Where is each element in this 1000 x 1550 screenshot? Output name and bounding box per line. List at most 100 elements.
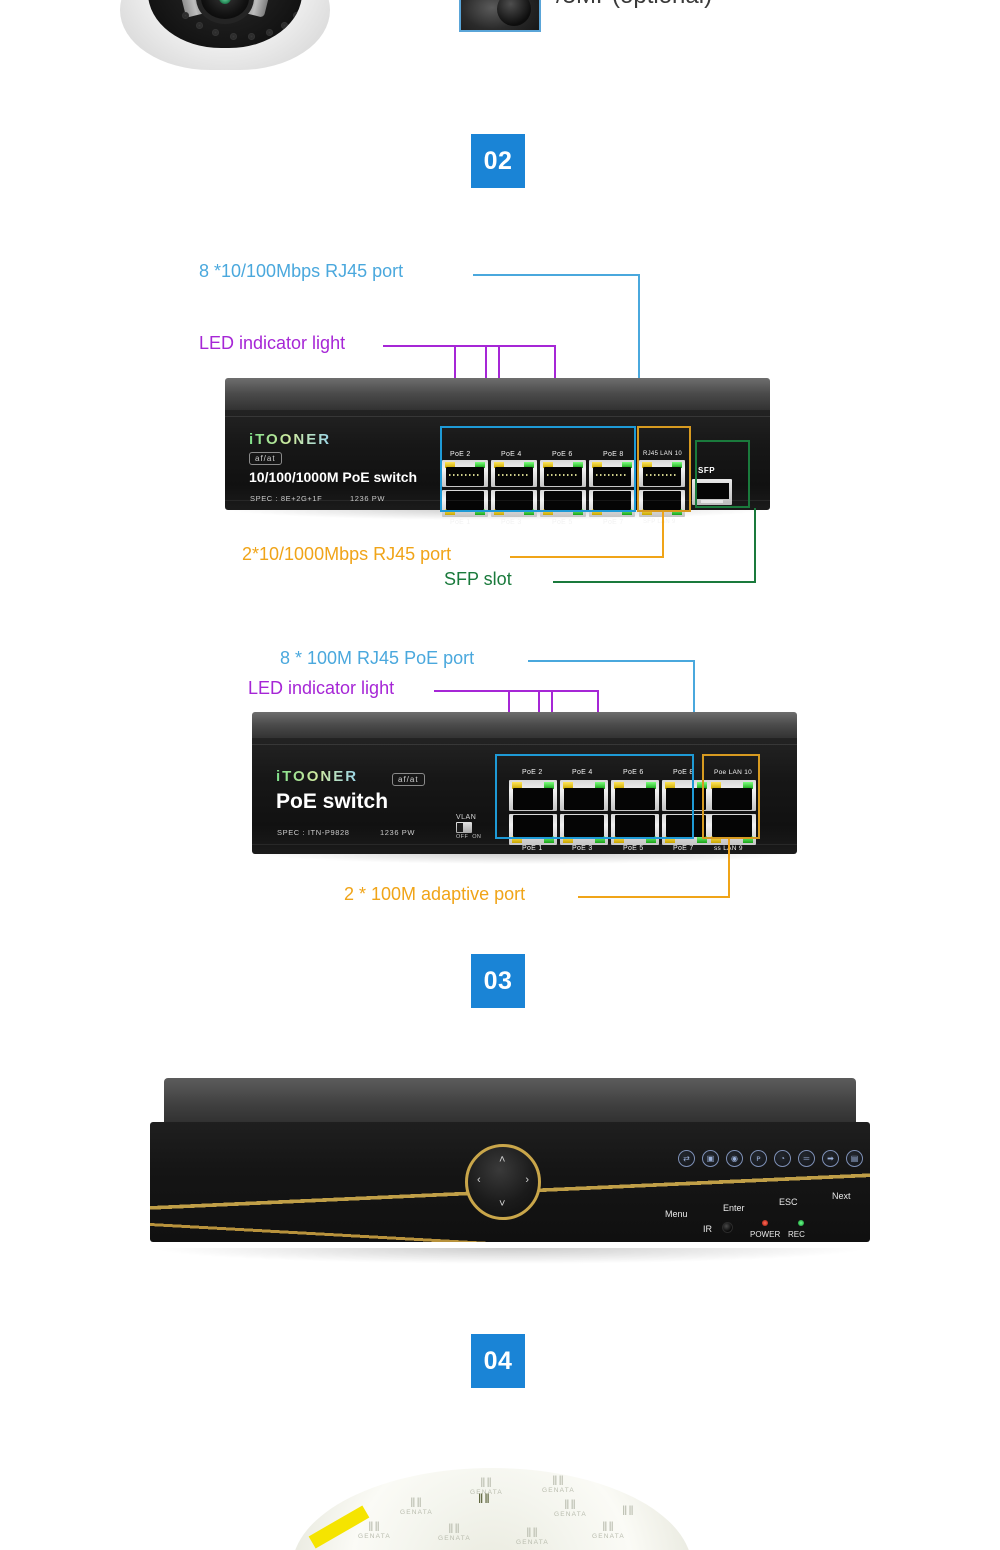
port-label-poe4: PoE 4 — [572, 769, 593, 776]
poe-port-bank[interactable] — [509, 780, 710, 845]
power-led — [762, 1220, 768, 1226]
spool-brand: GENATA — [554, 1511, 587, 1518]
port-label-poe5: PoE 5 — [552, 519, 573, 526]
leader-line-uplink-v — [662, 512, 664, 558]
ir-label: IR — [703, 1224, 712, 1234]
spool-bars: ǁǁ — [368, 1519, 381, 1534]
port-poe4[interactable] — [560, 780, 608, 811]
spool-mark: ǁǁ GENATA — [400, 1496, 433, 1516]
ir-led — [196, 22, 203, 29]
nav-left-arrow[interactable]: ‹ — [477, 1174, 481, 1186]
uplink-port-bank[interactable] — [708, 780, 756, 845]
nvr-front-panel: ˄ ˅ ‹ › ⇄ ▣ ◉ ᴘ ◔ ═ ➡ ▤ Menu Enter ESC N… — [150, 1122, 870, 1242]
leader-line-adaptive-v — [728, 839, 730, 898]
leader-line-adaptive-h — [578, 896, 730, 898]
spool-mark: ǁǁ GENATA — [554, 1498, 587, 1518]
nvr-recorder: ˄ ˅ ‹ › ⇄ ▣ ◉ ᴘ ◔ ═ ➡ ▤ Menu Enter ESC N… — [150, 1078, 870, 1250]
rec-label: REC — [788, 1230, 805, 1239]
vlan-positions: OFF ON — [456, 834, 481, 840]
uplink-label-top: Poe LAN 10 — [714, 769, 753, 776]
port-lan10[interactable] — [708, 780, 756, 811]
spool-bars: ǁǁ — [410, 1495, 423, 1510]
leader-line-poe-v — [693, 660, 695, 759]
sfp-label: SFP — [698, 466, 716, 475]
menu-button[interactable]: Menu — [665, 1209, 688, 1219]
spool-brand: GENATA — [542, 1487, 575, 1494]
port-poe5[interactable] — [540, 490, 586, 517]
enter-button[interactable]: Enter — [723, 1203, 745, 1213]
section-badge-04: 04 — [471, 1334, 525, 1388]
switch-front-panel: iTOONER af/at PoE switch SPEC : ITN-P982… — [252, 738, 797, 854]
model-label: PoE switch — [276, 790, 389, 813]
spool-brand: GENATA — [358, 1533, 391, 1540]
esc-button[interactable]: ESC — [779, 1197, 798, 1207]
port-poe4[interactable] — [491, 460, 537, 487]
brand-logo: iTOONER — [276, 768, 359, 785]
spool-bars: ǁǁ — [602, 1519, 615, 1534]
spool-brand: GENATA — [470, 1489, 503, 1496]
power-label: POWER — [750, 1230, 781, 1239]
audio-icon: ᴘ — [750, 1150, 767, 1167]
callout-led-indicator-label: LED indicator light — [199, 333, 346, 353]
port-poe8[interactable] — [589, 460, 635, 487]
port-poe6[interactable] — [540, 460, 586, 487]
switch-top-cover — [252, 712, 797, 740]
poe-port-bank[interactable] — [442, 460, 635, 517]
audio-glyph: ᴘ — [756, 1154, 761, 1163]
usb-glyph: ➡ — [827, 1154, 834, 1163]
port-poe1[interactable] — [509, 814, 557, 845]
port-poe3[interactable] — [491, 490, 537, 517]
port-lan9[interactable] — [708, 814, 756, 845]
spool-bars: ǁǁ — [448, 1521, 461, 1536]
hdd-glyph: ◉ — [731, 1154, 738, 1163]
port-label-poe3: PoE 3 — [572, 845, 593, 852]
leader-line-uplink-h — [510, 556, 664, 558]
port-label-poe6: PoE 6 — [552, 451, 573, 458]
compliance-badge: af/at — [249, 452, 282, 465]
highlight-adaptive-ports — [702, 754, 760, 839]
port-poe5[interactable] — [611, 814, 659, 845]
compliance-badge: af/at — [392, 773, 425, 786]
port-label-poe8: PoE 8 — [673, 769, 694, 776]
port-label-poe7: PoE 7 — [603, 519, 624, 526]
dome-camera-image — [120, 0, 330, 90]
next-button[interactable]: Next — [832, 1191, 851, 1201]
vlan-toggle[interactable] — [456, 822, 472, 833]
port-label-poe5: PoE 5 — [623, 845, 644, 852]
hdd-icon: ◉ — [726, 1150, 743, 1167]
spool-mark: ǁǁ GENATA — [542, 1474, 575, 1494]
nvr-shadow — [150, 1248, 870, 1264]
vlan-switch-group[interactable]: VLAN OFF ON — [456, 814, 481, 840]
nav-up-arrow[interactable]: ˄ — [499, 1154, 506, 1166]
port-poe6[interactable] — [611, 780, 659, 811]
callout-rj45-ports-label: 8 *10/100Mbps RJ45 port — [199, 261, 404, 281]
port-poe2[interactable] — [442, 460, 488, 487]
model-label: 10/100/1000M PoE switch — [249, 469, 418, 485]
port-poe3[interactable] — [560, 814, 608, 845]
port-poe7[interactable] — [589, 490, 635, 517]
vlan-on-label: ON — [472, 834, 482, 840]
brand-logo: iTOONER — [249, 431, 332, 448]
port-label-poe1: PoE 1 — [450, 519, 471, 526]
port-label-poe7: PoE 7 — [673, 845, 694, 852]
spool-mark: ǁǁ — [622, 1504, 635, 1517]
callout-led-indicator-label-2: LED indicator light — [248, 678, 395, 698]
port-poe2[interactable] — [509, 780, 557, 811]
port-label-poe2: PoE 2 — [522, 769, 543, 776]
port-lan10[interactable] — [639, 460, 685, 487]
nav-right-arrow[interactable]: › — [525, 1174, 529, 1186]
spool-bars: ǁǁ — [478, 1491, 491, 1506]
ir-led — [212, 29, 219, 36]
spool-brand: GENATA — [516, 1539, 549, 1546]
nvr-top-cover — [164, 1078, 856, 1124]
ir-icon: ◔ — [774, 1150, 791, 1167]
disk-icon: ▣ — [702, 1150, 719, 1167]
nav-down-arrow[interactable]: ˅ — [499, 1198, 506, 1210]
ir-led — [230, 33, 237, 40]
vlan-off-label: OFF — [456, 834, 469, 840]
switch-two-shadow — [252, 852, 797, 864]
highlight-sfp-slot — [695, 440, 750, 508]
poe-switch-fast-ethernet: iTOONER af/at PoE switch SPEC : ITN-P982… — [252, 712, 797, 854]
navigation-wheel[interactable]: ˄ ˅ ‹ › — [465, 1144, 541, 1220]
